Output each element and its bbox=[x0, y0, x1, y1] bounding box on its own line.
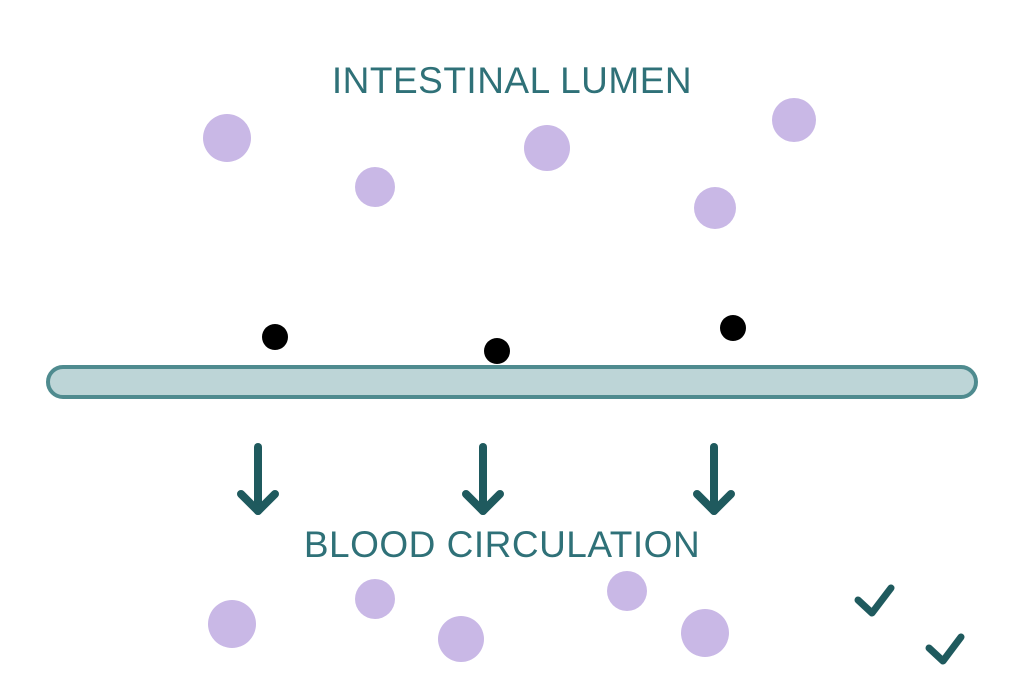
blood-particle bbox=[438, 616, 484, 662]
bound-molecule bbox=[720, 315, 746, 341]
checkmark-icon bbox=[854, 584, 895, 617]
bound-molecule bbox=[484, 338, 510, 364]
blood-particle bbox=[208, 600, 256, 648]
lumen-particle bbox=[524, 125, 570, 171]
arrow-down-icon bbox=[693, 443, 735, 515]
intestinal-lumen-label: INTESTINAL LUMEN bbox=[331, 60, 693, 101]
lumen-particle bbox=[694, 187, 736, 229]
lumen-particles bbox=[203, 98, 816, 229]
lumen-particle bbox=[772, 98, 816, 142]
blood-particle bbox=[355, 579, 395, 619]
bound-molecules bbox=[262, 315, 746, 364]
blood-particles bbox=[208, 571, 729, 662]
arrow-down-icon bbox=[237, 443, 279, 515]
blood-particle bbox=[681, 609, 729, 657]
checkmarks bbox=[854, 584, 965, 665]
blood-particle bbox=[607, 571, 647, 611]
absorption-arrows bbox=[237, 443, 735, 515]
bound-molecule bbox=[262, 324, 288, 350]
blood-circulation-label: BLOOD CIRCULATION bbox=[303, 524, 701, 565]
intestinal-membrane bbox=[46, 365, 978, 399]
arrow-down-icon bbox=[462, 443, 504, 515]
checkmark-icon bbox=[925, 633, 965, 665]
lumen-particle bbox=[355, 167, 395, 207]
lumen-particle bbox=[203, 114, 251, 162]
